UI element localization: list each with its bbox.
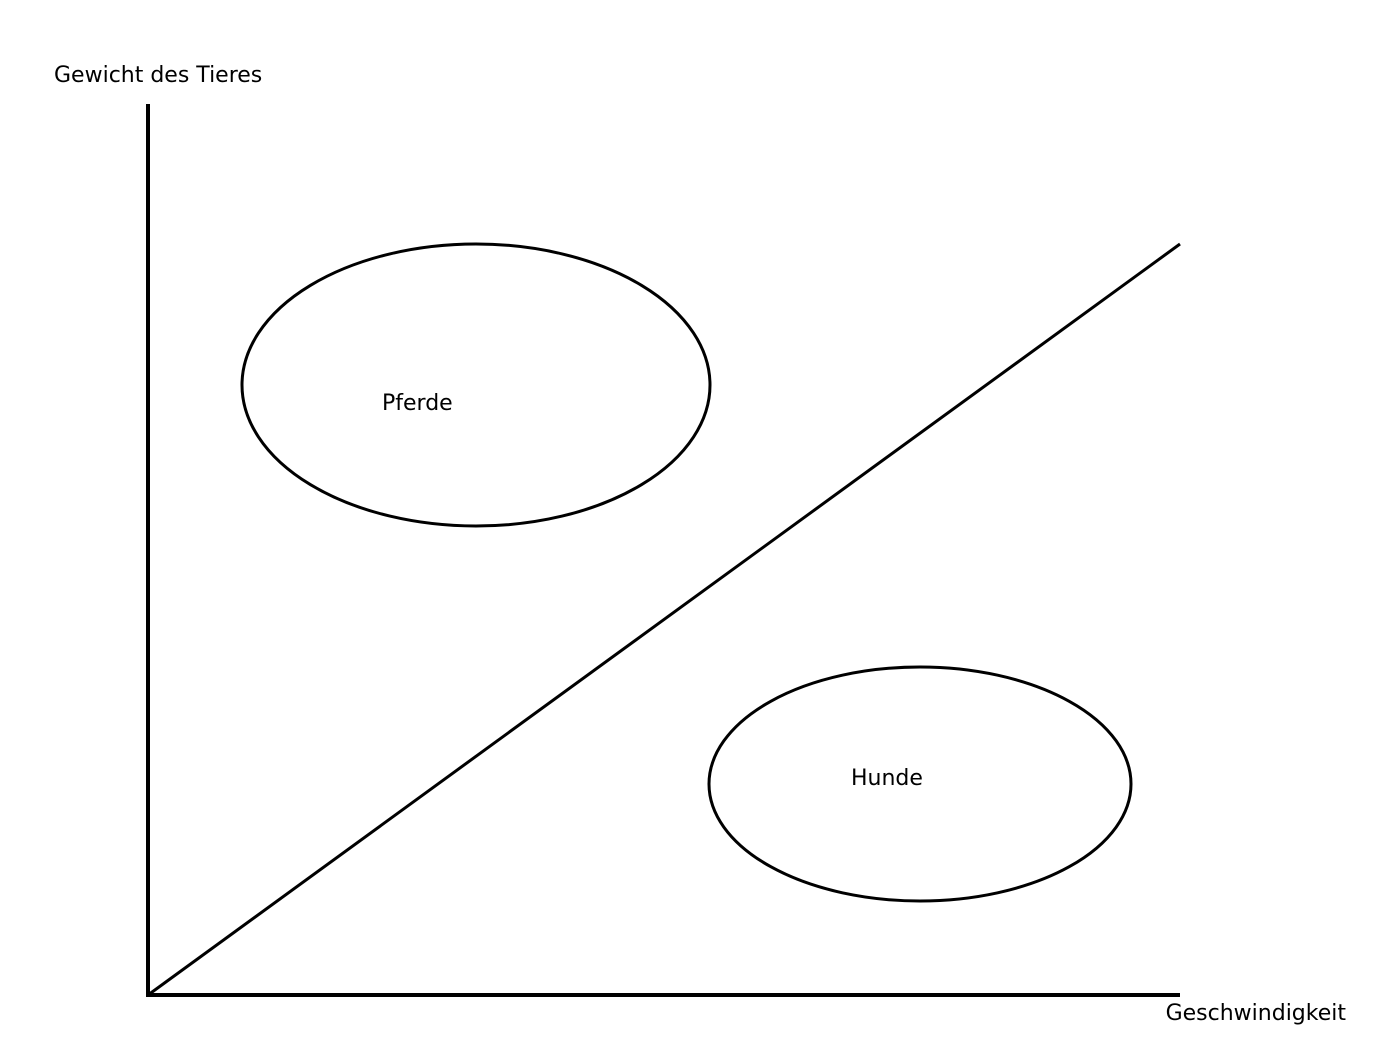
region-hunde-label: Hunde (851, 766, 923, 791)
x-axis-label: Geschwindigkeit (1166, 1001, 1347, 1026)
region-pferde-ellipse (240, 242, 712, 528)
region-pferde-label: Pferde (382, 391, 453, 416)
separating-line (147, 242, 1181, 997)
region-hunde-ellipse (707, 665, 1133, 903)
y-axis-label: Gewicht des Tieres (54, 63, 262, 88)
